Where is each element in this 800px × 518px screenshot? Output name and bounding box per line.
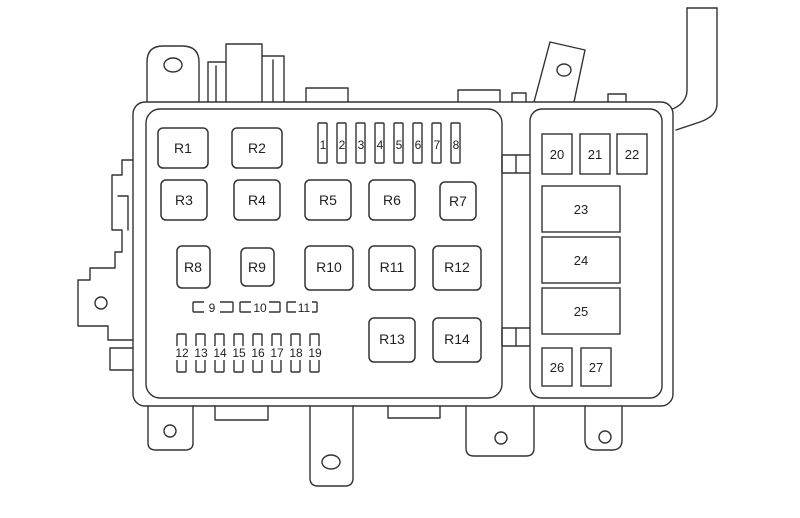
relay-r9: R9	[240, 247, 275, 287]
fuse-label: 9	[209, 301, 216, 315]
relay-label: R3	[175, 192, 193, 208]
fuse-label: 10	[253, 301, 267, 315]
relay-group: R1 R2 R3 R4 R5 R6 R7 R8 R9 R10 R11 R12 R…	[157, 127, 482, 363]
relay-r4: R4	[233, 179, 281, 221]
fuse-row-top: 1 2 3 4 5 6 7 8	[317, 122, 461, 164]
fuse-label: 13	[194, 346, 208, 360]
fuse-row-bottom: 12 13 14 15 16 17 18 19	[173, 333, 323, 373]
relay-label: R11	[380, 259, 405, 275]
relay-r13: R13	[368, 317, 416, 363]
relay-label: R7	[449, 193, 467, 209]
side-large-stack: 23 24 25	[541, 185, 621, 335]
relay-r7: R7	[439, 181, 477, 221]
relay-r8: R8	[176, 245, 211, 289]
slot-label: 21	[588, 147, 602, 162]
fuse-label: 8	[453, 138, 460, 152]
fuse-label: 7	[434, 138, 441, 152]
relay-r6: R6	[368, 179, 416, 221]
divider-sockets	[501, 154, 531, 347]
slot-label: 27	[589, 360, 603, 375]
relay-r12: R12	[432, 245, 482, 291]
relay-label: R12	[444, 259, 470, 275]
relay-r5: R5	[304, 179, 352, 221]
relay-r10: R10	[304, 245, 354, 291]
relay-label: R8	[184, 259, 202, 275]
fuse-label: 11	[298, 301, 311, 315]
slot-label: 20	[550, 147, 564, 162]
relay-r3: R3	[160, 179, 208, 221]
side-small-row: 20 21 22	[541, 133, 648, 175]
relay-label: R10	[316, 259, 342, 275]
fuse-label: 15	[232, 346, 246, 360]
fuse-label: 2	[339, 138, 346, 152]
relay-label: R13	[379, 331, 405, 347]
relay-label: R14	[444, 331, 470, 347]
fuse-label: 3	[358, 138, 365, 152]
fuse-label: 5	[396, 138, 403, 152]
relay-r11: R11	[368, 245, 416, 291]
slot-label: 25	[574, 304, 588, 319]
fuse-label: 19	[308, 346, 322, 360]
relay-label: R1	[174, 140, 192, 156]
relay-label: R6	[383, 192, 401, 208]
fuse-label: 6	[415, 138, 422, 152]
slot-label: 26	[550, 360, 564, 375]
relay-label: R4	[248, 192, 266, 208]
relay-label: R5	[319, 192, 337, 208]
relay-r1: R1	[157, 127, 209, 169]
relay-label: R9	[248, 259, 266, 275]
slot-label: 23	[574, 202, 588, 217]
fuse-label: 4	[377, 138, 384, 152]
fuse-label: 14	[213, 346, 227, 360]
fuse-label: 18	[289, 346, 303, 360]
side-bottom-row: 26 27	[541, 347, 612, 387]
relay-r14: R14	[432, 317, 482, 363]
relay-r2: R2	[231, 127, 283, 169]
slot-label: 22	[625, 147, 639, 162]
slot-label: 24	[574, 253, 588, 268]
fuse-label: 12	[175, 346, 189, 360]
fuse-label: 17	[270, 346, 284, 360]
fuse-row-mid: 9 10 11	[192, 300, 318, 315]
relay-label: R2	[248, 140, 266, 156]
fuse-label: 1	[320, 138, 327, 152]
fuse-label: 16	[251, 346, 265, 360]
